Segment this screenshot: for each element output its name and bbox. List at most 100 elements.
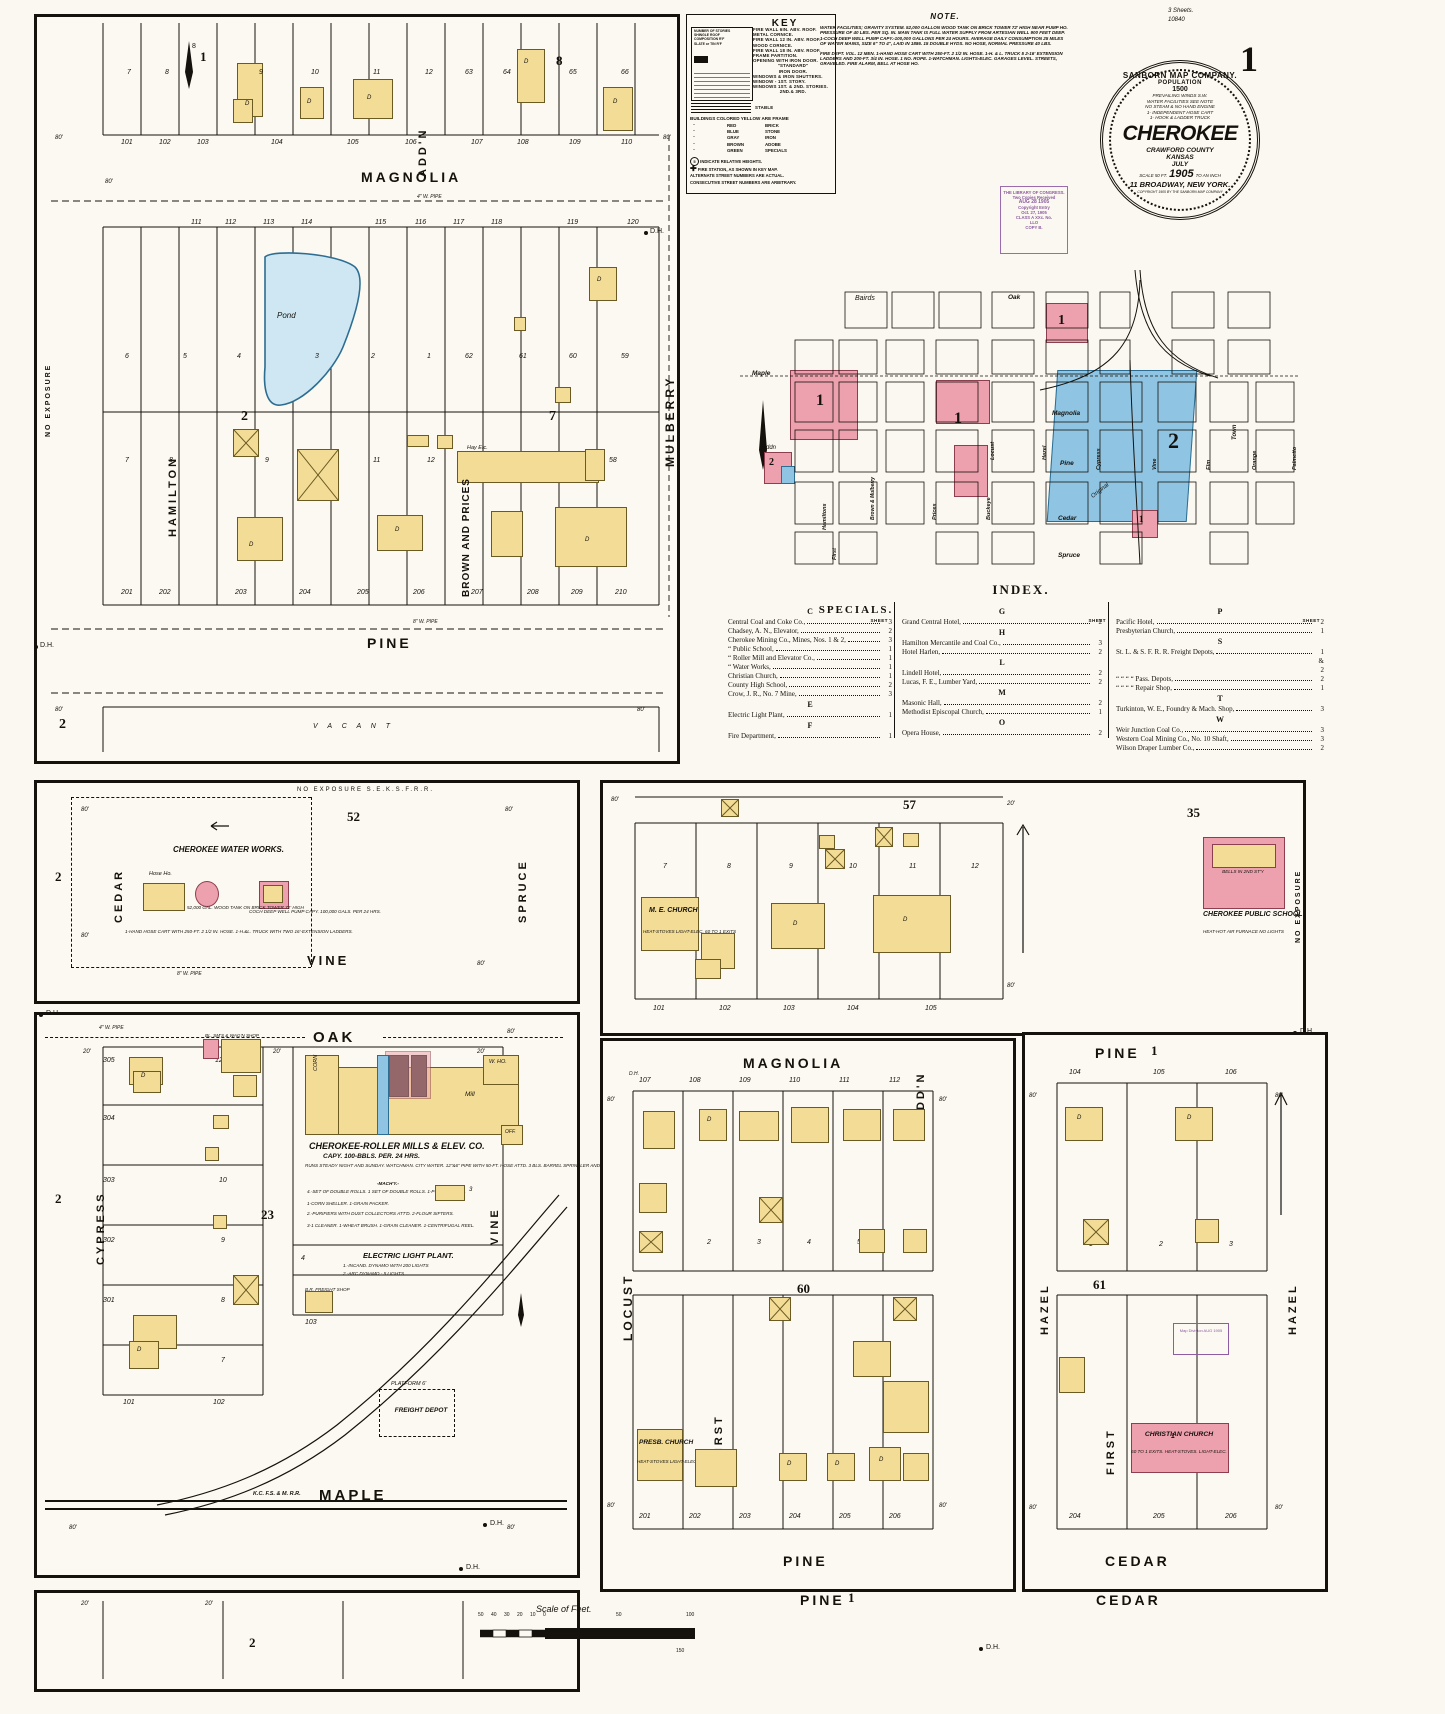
- se-addr-204: 204: [1069, 1513, 1081, 1520]
- neb-bldg-19: [883, 1381, 929, 1433]
- mill-elevator: [305, 1055, 339, 1135]
- mill-lot-4: 4: [301, 1255, 305, 1262]
- specials-entry[interactable]: Central Coal and Coke Co.,3: [728, 618, 892, 627]
- dh-label-7: D.H.: [986, 1644, 1000, 1651]
- nw-bldg-13: [297, 449, 339, 501]
- loc-line-1: Two Copies Received: [1012, 195, 1056, 200]
- ne-bldg-6: [695, 959, 721, 979]
- sheet-hdr-2: SHEET: [1088, 618, 1106, 623]
- mill-addr-103: 103: [305, 1319, 317, 1326]
- index-entry-sheet: 2: [1098, 648, 1103, 656]
- nw-street-addn: ADD'N: [417, 127, 429, 177]
- index-leader-dots: [1196, 749, 1312, 750]
- index-entry-name: “ Water Works,: [728, 663, 771, 671]
- index-c2-entry[interactable]: Hotel Harlen,2: [902, 648, 1102, 657]
- key-row-8: IRON DOOR.: [778, 68, 808, 74]
- neb-addr-205: 205: [839, 1513, 851, 1520]
- index-entry-sheet: 1 & 2: [1318, 648, 1324, 674]
- scale-mark-20: 20: [517, 1612, 523, 1618]
- specials-entry[interactable]: Electric Light Plant,1: [728, 711, 892, 720]
- key-color-gray: GRAY: [727, 135, 740, 141]
- keymap-brown-mulberry: Brown & Mulberry: [870, 476, 876, 520]
- index-c2-entry[interactable]: Opera House,2: [902, 729, 1102, 738]
- index-leader-dots: [985, 713, 1090, 714]
- nw-lot-66: 66: [621, 69, 629, 76]
- neb-dh: D.H.: [629, 1071, 639, 1077]
- mill-lot-7: 7: [221, 1357, 225, 1364]
- index-c2-entry[interactable]: Lucas, F. E., Lumber Yard,2: [902, 678, 1102, 687]
- index-leader-dots: [779, 677, 880, 678]
- index-leader-dots: [775, 650, 880, 651]
- ww-pump-inner: [263, 885, 283, 903]
- loc-line-7: COPY B.: [1025, 225, 1043, 230]
- ww-street-vine: VINE: [307, 953, 350, 968]
- specials-entry[interactable]: “ Public School,1: [728, 645, 892, 654]
- key-meaning-stone: STONE: [765, 129, 781, 135]
- se-addr-205: 205: [1153, 1513, 1165, 1520]
- index-c3-entry[interactable]: St. L. & S. F. R. R. Freight Depots,1 & …: [1116, 648, 1324, 675]
- mill-machinery-hdr: -MACH'Y.-: [377, 1181, 399, 1186]
- index-c3-entry[interactable]: Weir Junction Coal Co.,3: [1116, 726, 1324, 735]
- dh-dot-icon-2: [644, 231, 648, 235]
- sheet-hdr-3: SHEET: [1302, 618, 1320, 623]
- index-c3-entry[interactable]: Wilson Draper Lumber Co.,2: [1116, 744, 1324, 753]
- nw-addr-115: 115: [375, 219, 387, 226]
- mill-addr-102: 102: [213, 1399, 225, 1406]
- ne-dim-80b: 80': [1007, 983, 1015, 989]
- key-row-1: METAL CORNICE.: [753, 32, 794, 38]
- specials-entry[interactable]: Chadsey, A. N., Elevator,2: [728, 627, 892, 636]
- index-c3-entry[interactable]: Western Coal Mining Co., No. 10 Shaft,3: [1116, 735, 1324, 744]
- dh-dot-icon-4: [459, 1567, 463, 1571]
- neb-bldg-15: [779, 1453, 807, 1481]
- index-c3-entry[interactable]: “ “ “ “ Pass. Depots,2: [1116, 675, 1324, 684]
- key-row-10: WINDOW - 1ST. STORY.: [753, 79, 806, 85]
- index-entry-name: Opera House,: [902, 729, 941, 737]
- specials-entry[interactable]: Fire Department,1: [728, 732, 892, 741]
- specials-entry[interactable]: Crow, J. R., No. 7 Mine,3: [728, 690, 892, 699]
- keymap-maple: Maple: [752, 370, 771, 377]
- se-lot-3: 3: [1229, 1241, 1233, 1248]
- nw-bldg-d-2: D: [307, 99, 312, 105]
- neb-addr-107: 107: [639, 1077, 651, 1084]
- index-c2-entry[interactable]: Grand Central Hotel,2: [902, 618, 1102, 627]
- index-c3-letter-T: T: [1217, 694, 1223, 703]
- index-c2-letter-L: L: [999, 658, 1005, 667]
- key-row-9: WINDOWS & IRON SHUTTERS.: [753, 73, 823, 79]
- ww-no-exposure: NO EXPOSURE S.E.K.S.F.R.R.: [297, 787, 435, 793]
- nw-bldg-d-4: D: [524, 59, 529, 65]
- keymap-hazel: Hazel: [1042, 445, 1048, 460]
- ww-street-cedar: CEDAR: [113, 868, 125, 923]
- index-c2-entry[interactable]: Methodist Episcopal Church,1: [902, 708, 1102, 717]
- mill-electric-title: ELECTRIC LIGHT PLANT.: [363, 1251, 454, 1260]
- nw-addr-201: 201: [121, 589, 133, 596]
- nw-lot2-60: 60: [569, 353, 577, 360]
- ne-lot-11: 11: [909, 863, 917, 870]
- note-block: NOTE. WATER FACILITIES; GRAVITY SYSTEM. …: [820, 12, 1070, 67]
- neb-d-1: D: [707, 1117, 712, 1123]
- neb-bldg-4: [791, 1107, 829, 1143]
- specials-entry[interactable]: County High School,2: [728, 681, 892, 690]
- index-c2-entry[interactable]: Lindell Hotel,2: [902, 669, 1102, 678]
- specials-entry[interactable]: “ Water Works,1: [728, 663, 892, 672]
- specials-entry[interactable]: Christian Church,1: [728, 672, 892, 681]
- scale-bar: [480, 1628, 695, 1639]
- neb-bldg-3: [739, 1111, 779, 1141]
- mill-addr-305: 305: [103, 1057, 115, 1064]
- nw-addr-120: 120: [627, 219, 639, 226]
- index-c2-entry[interactable]: Masonic Hall,2: [902, 699, 1102, 708]
- index-c3-entry[interactable]: “ “ “ “ Repair Shop,1: [1116, 684, 1324, 693]
- mill-dh-marker: D.H.: [483, 1520, 504, 1527]
- nw-addr-114: 114: [301, 219, 313, 226]
- index-c3-entry[interactable]: Pacific Hotel,2: [1116, 618, 1324, 627]
- se-map-division-stamp: Map Division AUG 1905: [1173, 1323, 1229, 1355]
- index-c2-entry[interactable]: Hamilton Mercantile and Coal Co.,3: [902, 639, 1102, 648]
- ne-lot-8: 8: [727, 863, 731, 870]
- specials-entry[interactable]: “ Roller Mill and Elevator Co.,1: [728, 654, 892, 663]
- dh-dot-icon-5: [39, 1013, 43, 1017]
- nw-bldg-1: [237, 63, 263, 117]
- key-footnote-0: INDICATE RELATIVE HEIGHTS.: [700, 159, 763, 164]
- specials-entry[interactable]: Cherokee Mining Co., Mines, Nos. 1 & 2,3: [728, 636, 892, 645]
- neb-addr-109: 109: [739, 1077, 751, 1084]
- index-c3-entry[interactable]: Turkinton, W. E., Foundry & Mach. Shop,3: [1116, 705, 1324, 714]
- index-c3-entry[interactable]: Presbyterian Church,1: [1116, 627, 1324, 636]
